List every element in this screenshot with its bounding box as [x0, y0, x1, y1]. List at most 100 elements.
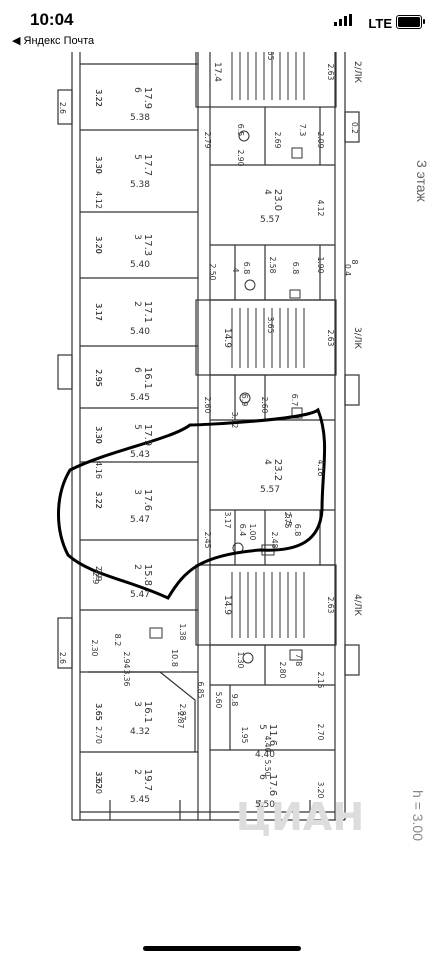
room-height: 2.9	[94, 569, 103, 582]
clock: 10:04	[30, 10, 74, 29]
room-width: 5.45	[130, 795, 150, 805]
dimension-label: 1.90	[316, 257, 325, 274]
small-room-area: 8.2	[113, 634, 122, 647]
room-height: 3.22	[94, 89, 103, 107]
room-height: 3.62	[94, 771, 103, 789]
room-number: 5	[257, 724, 267, 730]
dimension-label: 2.95	[94, 370, 103, 387]
room-number: 3	[132, 701, 142, 707]
small-room-area: 7.3	[298, 124, 307, 137]
dimension-label: 2.60	[203, 397, 212, 414]
floor-label: 3 этаж	[414, 160, 430, 202]
room-height: 4.12	[94, 191, 103, 209]
room-area: 17.3	[142, 234, 153, 256]
dimension-label: 3.12	[230, 412, 239, 429]
dimension-label: 3.36	[122, 670, 131, 687]
room-number: 4	[262, 459, 272, 465]
room-width: 5.57	[260, 485, 280, 495]
room-width: 5.43	[130, 450, 150, 460]
dimension-label: 5.65	[266, 44, 275, 61]
room-height: 4.16	[94, 461, 103, 479]
dimension-label: 2.58	[268, 257, 277, 274]
dimension-label: 3.17	[94, 304, 103, 321]
room-height: 3.30	[94, 156, 103, 174]
room-number: 3	[132, 489, 142, 495]
room-number: 6	[132, 87, 142, 93]
room-height: 2.70	[94, 726, 103, 744]
small-room-area: 6.4	[238, 524, 247, 537]
dimension-label: 1.00	[248, 524, 257, 541]
room-area: 23.0	[272, 189, 283, 211]
room-height: 3.20	[94, 776, 103, 794]
room-height: 3.20	[94, 236, 103, 254]
home-indicator[interactable]	[143, 946, 301, 951]
dimension-label: 2.9	[94, 566, 103, 578]
dimension-label: 6.85	[196, 682, 205, 699]
room-width: 5.47	[130, 590, 150, 600]
stair-label: 2/ЛК	[352, 61, 362, 84]
dimension-label: 3.30	[94, 427, 103, 444]
room-width: 5.38	[130, 180, 150, 190]
network-type: LTE	[368, 16, 392, 31]
room-height: 3.17	[94, 303, 103, 321]
dimension-label: 2.15	[316, 672, 325, 689]
small-room-area: 6.7	[290, 394, 299, 407]
small-room-area: 9.8	[230, 694, 239, 707]
small-room-area: 6.9	[240, 394, 249, 407]
stair-label: 4/ЛК	[352, 594, 362, 617]
dimension-label: 2.70	[316, 724, 325, 741]
room-width: 5.40	[130, 327, 150, 337]
small-room-area: 6.5	[236, 124, 245, 137]
dimension-label: 2.63	[326, 597, 335, 614]
room-area: 23.2	[272, 459, 283, 481]
dimension-label: 2.6	[58, 652, 67, 664]
back-to-app-link[interactable]: ◀ Яндекс Почта	[12, 35, 95, 47]
stair-area: 17.4	[212, 62, 222, 82]
dimension-label: 3.20	[316, 782, 325, 799]
dimension-label: 3.30	[94, 157, 103, 174]
dimension-label: 2.90	[236, 150, 245, 167]
dimension-label: 2.09	[316, 132, 325, 149]
dimension-label: 3.20	[94, 237, 103, 254]
dimension-label: 2.63	[326, 330, 335, 347]
watermark: ЦИАН	[236, 795, 364, 839]
dimension-label: 1.95	[240, 727, 249, 744]
dimension-label: 1.30	[236, 652, 245, 669]
room-area: 17.7	[142, 154, 153, 176]
height-label: h = 3.00	[410, 790, 426, 841]
room-area: 16.1	[142, 367, 153, 389]
dimension-label: 5.50	[263, 760, 272, 777]
status-bar: 10:04 ◀ Яндекс Почта LTE	[0, 0, 444, 52]
room-height: 3.30	[94, 426, 103, 444]
small-room-area: 2.9	[91, 572, 100, 585]
room-height: 3.22	[94, 491, 103, 509]
room-area: 17.9	[142, 87, 153, 109]
dimension-label: 2.69	[273, 132, 282, 149]
dimension-label: 0.2	[350, 122, 359, 134]
room-area: 15.8	[142, 564, 153, 586]
dimension-label: 2.60	[260, 397, 269, 414]
stair-area: 14.9	[222, 595, 232, 615]
dimension-label: 3.62	[94, 772, 103, 789]
small-room-area: 6.8	[242, 262, 251, 275]
room-width: 5.57	[260, 215, 280, 225]
signal-icon	[334, 14, 352, 26]
room-width: 5.47	[130, 515, 150, 525]
dimension-label: 2.6	[58, 102, 67, 114]
battery-icon	[396, 15, 425, 29]
dimension-label: 2.94	[122, 652, 131, 669]
room-number: 2	[132, 769, 142, 775]
dimension-label: 2.79	[203, 132, 212, 149]
room-area: 17.9	[142, 424, 153, 446]
room-height: 2.95	[94, 369, 103, 387]
room-area: 17.6	[142, 489, 153, 511]
dimension-label: 0.4	[343, 264, 352, 276]
room-area: 19.7	[142, 769, 153, 791]
room-number: 6	[132, 367, 142, 373]
dimension-label: 2.87	[178, 704, 187, 721]
room-width: 5.38	[130, 113, 150, 123]
room-number: 2	[132, 564, 142, 570]
dimension-label: 3.65	[94, 704, 103, 721]
room-height: 3.65	[94, 703, 103, 721]
